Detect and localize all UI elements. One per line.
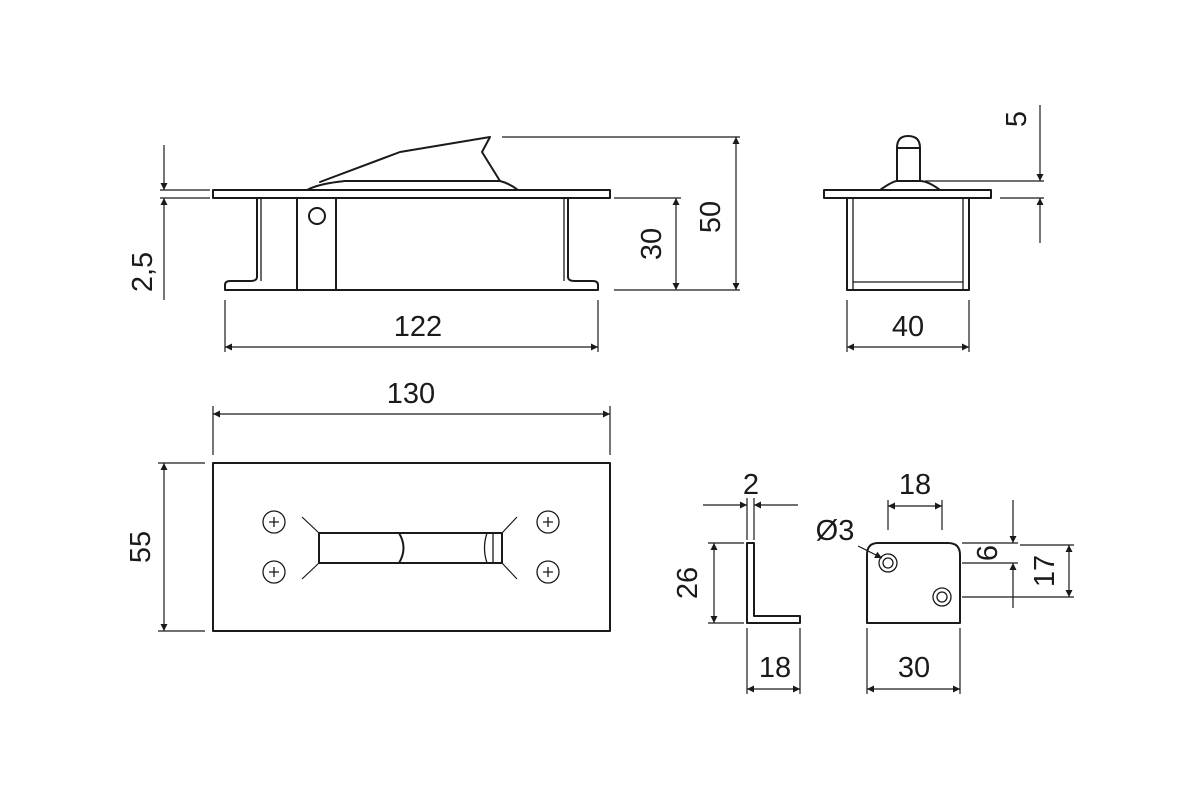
screw-icon xyxy=(536,510,560,534)
front-hole xyxy=(308,207,326,225)
dim-plate-length: 130 xyxy=(387,378,435,410)
dimension-lines xyxy=(158,105,1074,694)
bracket-front xyxy=(866,542,961,624)
top-slot xyxy=(318,532,503,564)
dim-side-width: 40 xyxy=(892,311,924,343)
side-view xyxy=(823,135,992,291)
dim-bolt-height: 5 xyxy=(1001,111,1033,127)
dim-plate-width: 55 xyxy=(125,531,157,563)
front-bolt-wedge xyxy=(319,136,501,183)
dim-total-height: 50 xyxy=(695,201,727,233)
dim-hole-offset-2: 17 xyxy=(1029,555,1061,587)
dim-hole-spacing: 18 xyxy=(899,469,931,501)
front-body xyxy=(224,197,599,291)
side-body xyxy=(846,197,970,291)
side-plate xyxy=(823,189,992,199)
dim-bracket-width: 30 xyxy=(898,652,930,684)
dim-bracket-leg: 18 xyxy=(759,652,791,684)
bracket-hole xyxy=(878,553,898,573)
side-bolt-tip xyxy=(896,135,921,149)
dim-hole-offset: 6 xyxy=(972,545,1004,561)
dim-base-length: 122 xyxy=(394,311,442,343)
top-view xyxy=(212,462,611,632)
front-plate xyxy=(212,189,611,199)
side-bolt-base xyxy=(879,180,941,191)
side-bolt-shaft xyxy=(896,147,921,182)
top-plate xyxy=(212,462,611,632)
dim-body-height: 30 xyxy=(636,228,668,260)
dim-plate-thickness: 2,5 xyxy=(127,252,159,292)
screw-icon xyxy=(536,560,560,584)
dim-bracket-thickness: 2 xyxy=(743,469,759,501)
front-view xyxy=(212,136,611,291)
bracket-side xyxy=(746,542,801,624)
dim-bracket-height: 26 xyxy=(672,567,704,599)
dim-hole-diameter: Ø3 xyxy=(816,515,855,547)
bracket-hole xyxy=(932,587,952,607)
screw-icon xyxy=(262,560,286,584)
screw-icon xyxy=(262,510,286,534)
front-bolt-base xyxy=(306,180,519,191)
